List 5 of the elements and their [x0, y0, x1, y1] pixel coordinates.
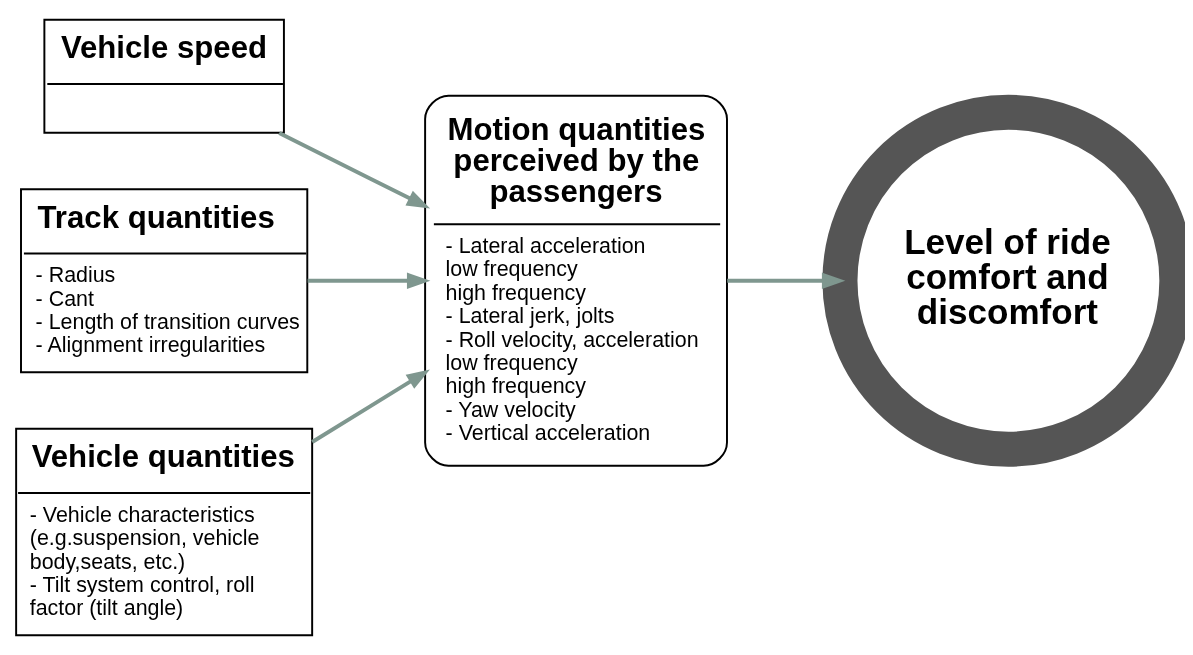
arrow — [311, 369, 430, 444]
arrow — [727, 272, 846, 289]
arrow — [278, 131, 431, 209]
node-box: Motion quantities perceived by the passengers - Lateral acceleration low frequency high frequency - Lateral jerk, jolts - Roll velocity, acceleration low frequency high frequency - Yaw velocity - Vertical acceleration — [424, 94, 728, 467]
arrow — [307, 272, 431, 289]
